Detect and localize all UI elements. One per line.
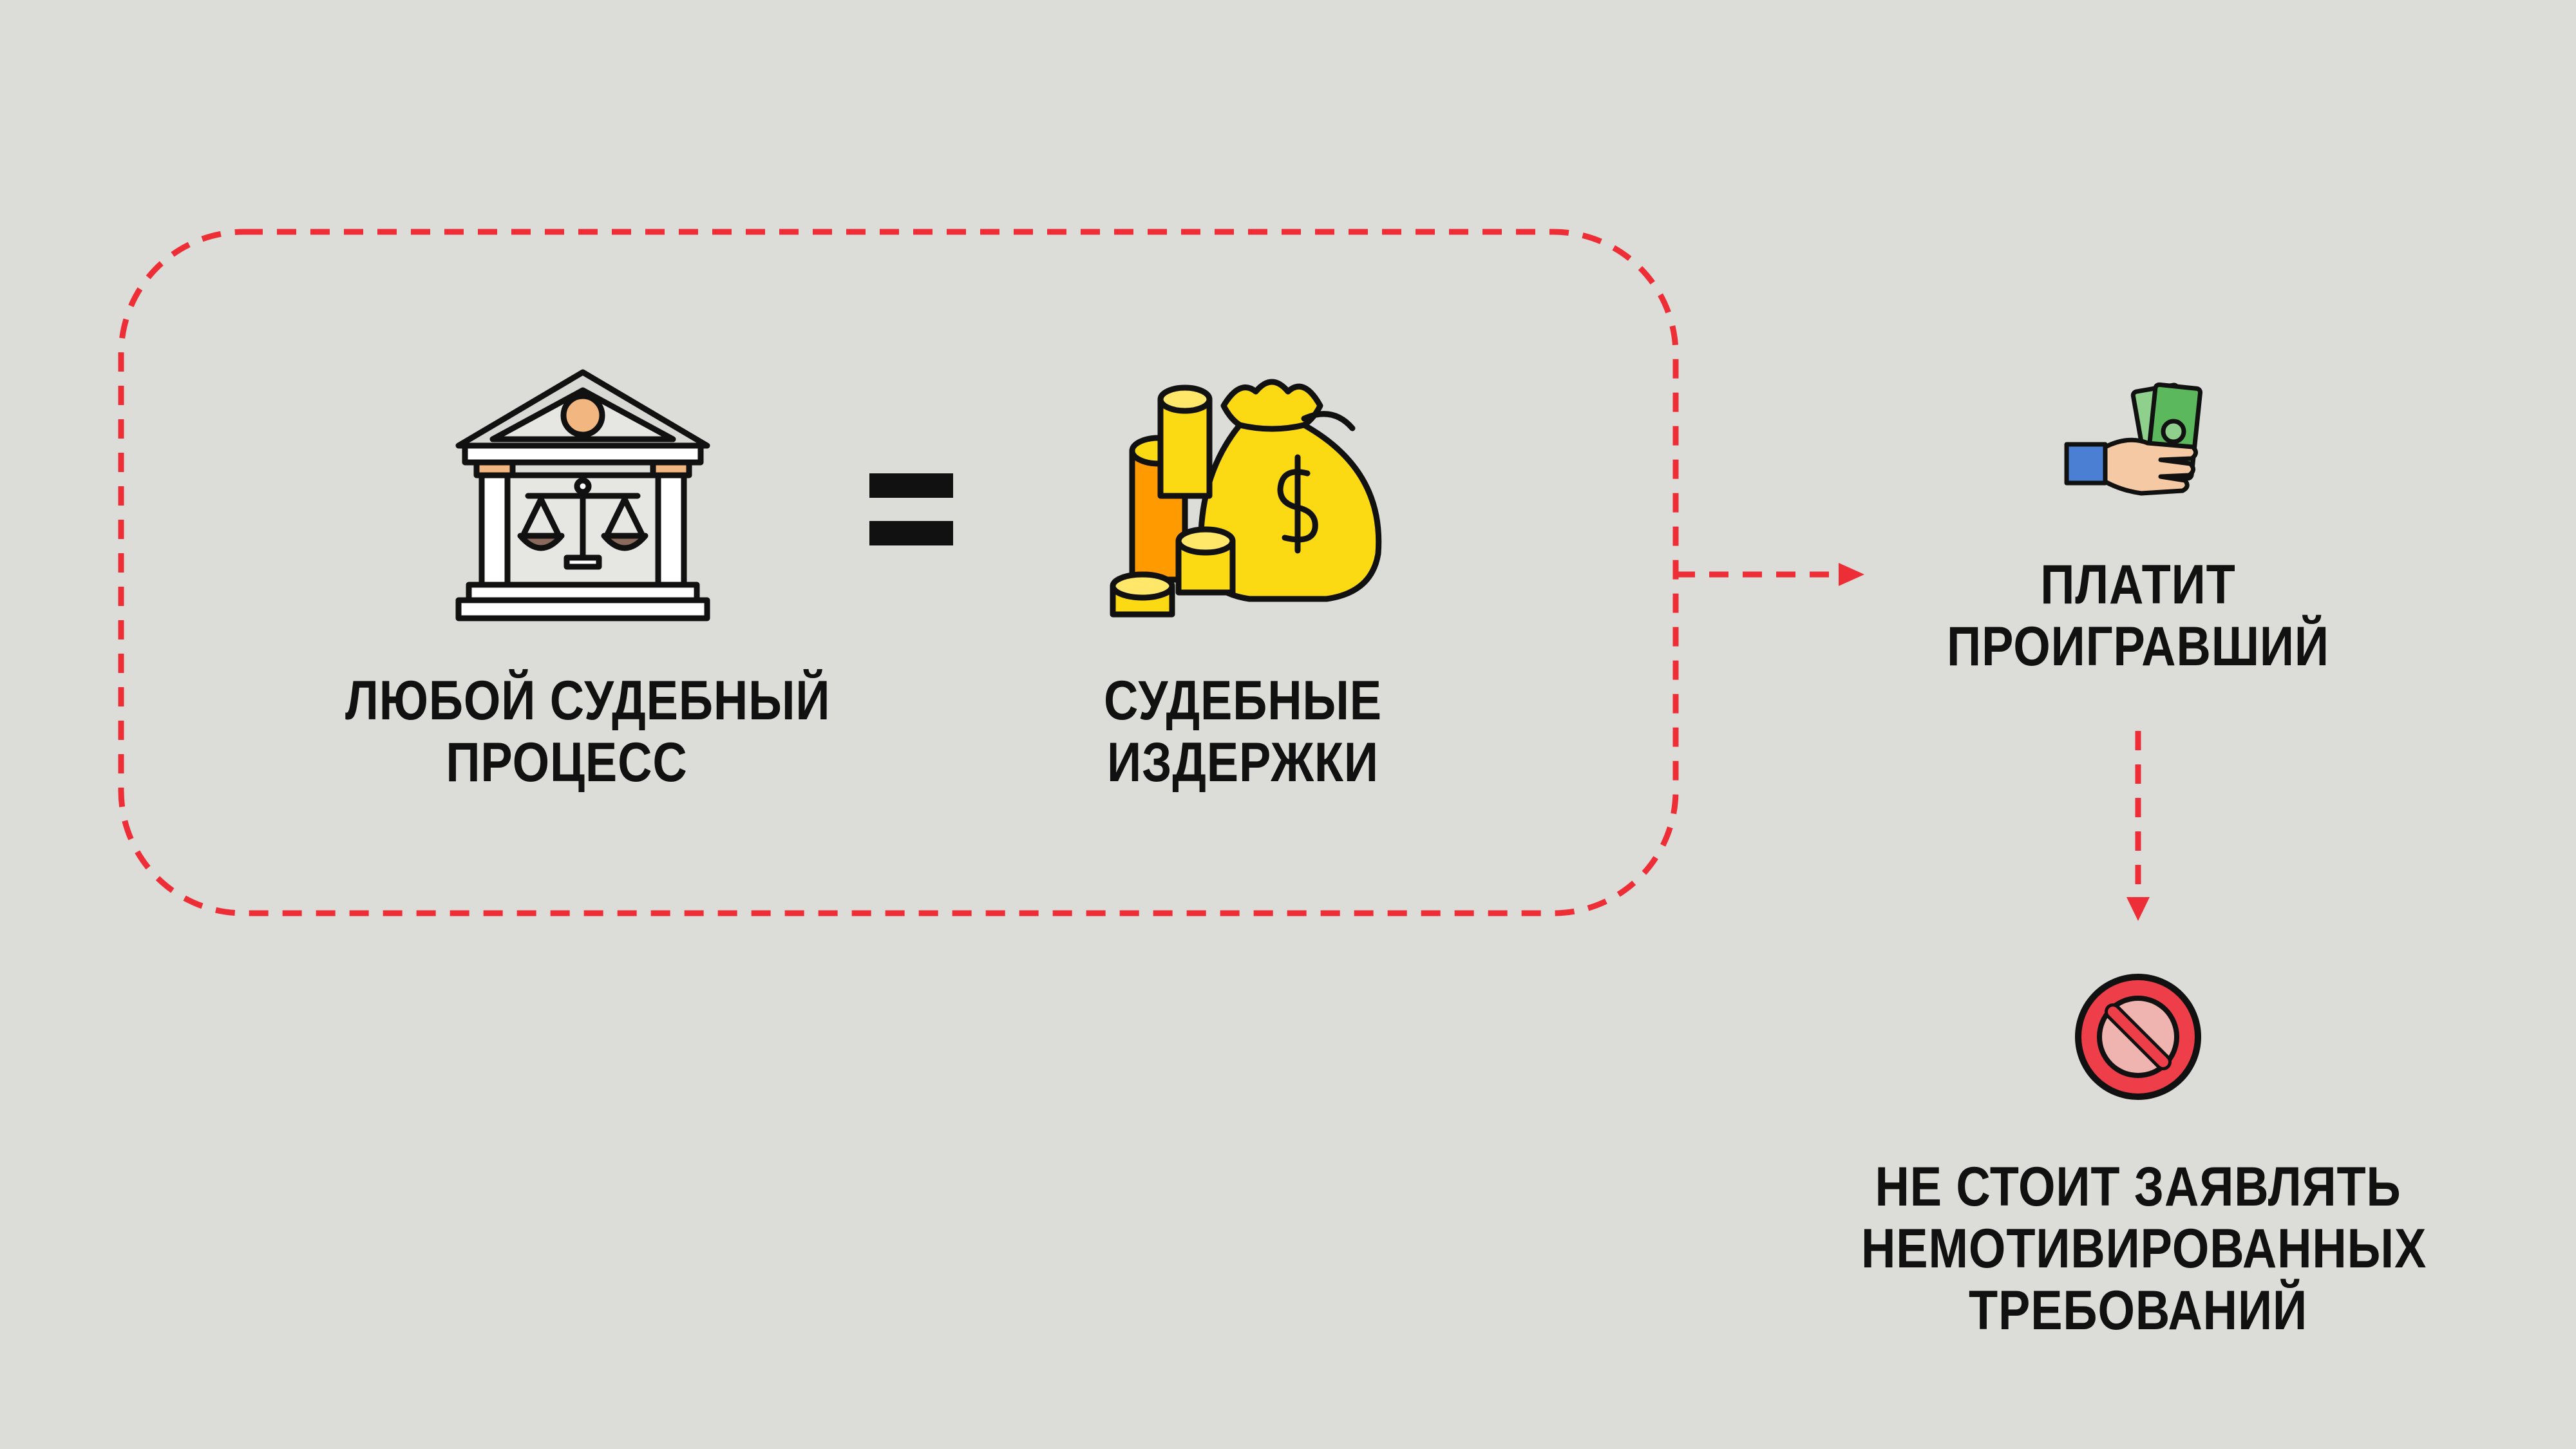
loser-pays-label: ПЛАТИТ ПРОИГРАВШИЙ — [1917, 554, 2360, 677]
arrow-group-to-loser — [1676, 563, 1864, 586]
warning-label-line3: ТРЕБОВАНИЙ — [1969, 1280, 2307, 1341]
costs-label-line2: ИЗДЕРЖКИ — [1107, 732, 1379, 793]
hand-holding-money-icon — [2064, 382, 2203, 496]
warning-label-line1: НЕ СТОИТ ЗАЯВЛЯТЬ — [1875, 1156, 2401, 1218]
loser-pays-label-line2: ПРОИГРАВШИЙ — [1947, 616, 2329, 677]
money-bag-coins-icon — [1110, 379, 1382, 618]
prohibited-sign-icon — [2075, 974, 2201, 1100]
equals-sign-icon — [869, 473, 953, 545]
loser-pays-label-line1: ПЛАТИТ — [2040, 554, 2236, 616]
warning-label-line2: НЕМОТИВИРОВАННЫХ — [1861, 1218, 2427, 1280]
costs-label-line1: СУДЕБНЫЕ — [1104, 670, 1382, 732]
court-label-line2: ПРОЦЕСС — [446, 732, 688, 793]
costs-label: СУДЕБНЫЕ ИЗДЕРЖКИ — [1021, 670, 1464, 793]
warning-label: НЕ СТОИТ ЗАЯВЛЯТЬ НЕМОТИВИРОВАННЫХ ТРЕБО… — [1861, 1156, 2427, 1341]
courthouse-scales-icon — [455, 369, 710, 621]
dashed-group-box — [118, 229, 1679, 916]
court-label-line1: ЛЮБОЙ СУДЕБНЫЙ — [345, 670, 831, 732]
arrow-loser-to-warning — [2126, 731, 2150, 921]
court-label: ЛЮБОЙ СУДЕБНЫЙ ПРОЦЕСС — [345, 670, 831, 793]
